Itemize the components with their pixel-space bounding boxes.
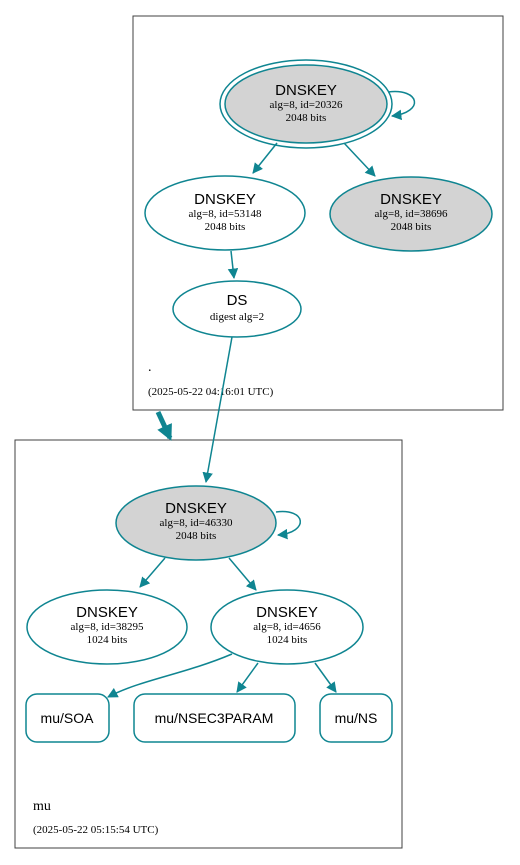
node-mu-zsk2-line2: 1024 bits bbox=[267, 634, 308, 646]
rrset-nsec3param: mu/NSEC3PARAM bbox=[133, 693, 296, 743]
edge-muksk-zsk1 bbox=[139, 557, 166, 588]
edges bbox=[107, 90, 416, 698]
node-mu-zsk1: DNSKEY alg=8, id=38295 1024 bits bbox=[26, 589, 188, 665]
zone-mu-border bbox=[14, 439, 403, 849]
edge-ksk-self bbox=[387, 90, 416, 121]
delegation-arrow bbox=[155, 410, 173, 441]
node-mu-zsk1-type: DNSKEY bbox=[76, 604, 138, 621]
node-root-ksk-line2: 2048 bits bbox=[286, 112, 327, 124]
node-root-zsk2-type: DNSKEY bbox=[380, 191, 442, 208]
node-root-ksk: DNSKEY alg=8, id=20326 2048 bits bbox=[219, 59, 393, 149]
rrset-nsec3param-label: mu/NSEC3PARAM bbox=[155, 710, 274, 726]
node-mu-zsk2-line1: alg=8, id=4656 bbox=[253, 621, 321, 633]
node-root-zsk1-line1: alg=8, id=53148 bbox=[189, 208, 262, 220]
zone-root-border bbox=[132, 15, 504, 411]
node-mu-zsk2-type: DNSKEY bbox=[256, 604, 318, 621]
edge-zsk2-ns bbox=[314, 662, 337, 693]
node-root-zsk1-line2: 2048 bits bbox=[205, 221, 246, 233]
edge-zsk1-ds bbox=[227, 250, 239, 280]
node-mu-zsk1-line2: 1024 bits bbox=[87, 634, 128, 646]
zone-mu: mu (2025-05-22 05:15:54 UTC) bbox=[14, 439, 403, 849]
edge-muksk-self bbox=[275, 510, 301, 540]
node-mu-zsk2: DNSKEY alg=8, id=4656 1024 bits bbox=[210, 589, 364, 665]
node-root-zsk1: DNSKEY alg=8, id=53148 2048 bits bbox=[144, 175, 306, 251]
node-root-zsk1-type: DNSKEY bbox=[194, 191, 256, 208]
zone-root-timestamp: (2025-05-22 04:16:01 UTC) bbox=[148, 386, 274, 398]
edge-zsk2-soa bbox=[107, 653, 233, 698]
node-root-ksk-type: DNSKEY bbox=[275, 82, 337, 99]
node-mu-ksk: DNSKEY alg=8, id=46330 2048 bits bbox=[115, 485, 277, 561]
node-mu-ksk-line1: alg=8, id=46330 bbox=[160, 517, 233, 529]
node-mu-zsk1-line1: alg=8, id=38295 bbox=[71, 621, 144, 633]
zone-mu-name: mu bbox=[33, 799, 51, 814]
rrset-ns-label: mu/NS bbox=[335, 710, 378, 726]
edge-zsk2-nsec3param bbox=[236, 662, 259, 693]
rrset-soa: mu/SOA bbox=[25, 693, 110, 743]
edge-ds-muksk bbox=[202, 336, 233, 484]
node-ds: DS digest alg=2 bbox=[172, 280, 302, 338]
edge-muksk-zsk2 bbox=[228, 557, 257, 591]
zone-mu-timestamp: (2025-05-22 05:15:54 UTC) bbox=[33, 824, 159, 836]
node-root-ksk-line1: alg=8, id=20326 bbox=[270, 99, 343, 111]
node-ds-type: DS bbox=[227, 292, 248, 309]
node-root-zsk2-line2: 2048 bits bbox=[391, 221, 432, 233]
node-root-zsk2-line1: alg=8, id=38696 bbox=[375, 208, 448, 220]
node-root-zsk2: DNSKEY alg=8, id=38696 2048 bits bbox=[329, 176, 493, 252]
rrset-soa-label: mu/SOA bbox=[41, 710, 95, 726]
node-ds-line1: digest alg=2 bbox=[210, 311, 264, 323]
rrset-ns: mu/NS bbox=[319, 693, 393, 743]
edge-ksk-zsk1 bbox=[252, 142, 278, 174]
zone-root-name: . bbox=[148, 360, 152, 375]
node-mu-ksk-type: DNSKEY bbox=[165, 500, 227, 517]
node-mu-ksk-line2: 2048 bits bbox=[176, 530, 217, 542]
zone-root: . (2025-05-22 04:16:01 UTC) bbox=[132, 15, 504, 411]
edge-ksk-zsk2 bbox=[343, 142, 376, 177]
